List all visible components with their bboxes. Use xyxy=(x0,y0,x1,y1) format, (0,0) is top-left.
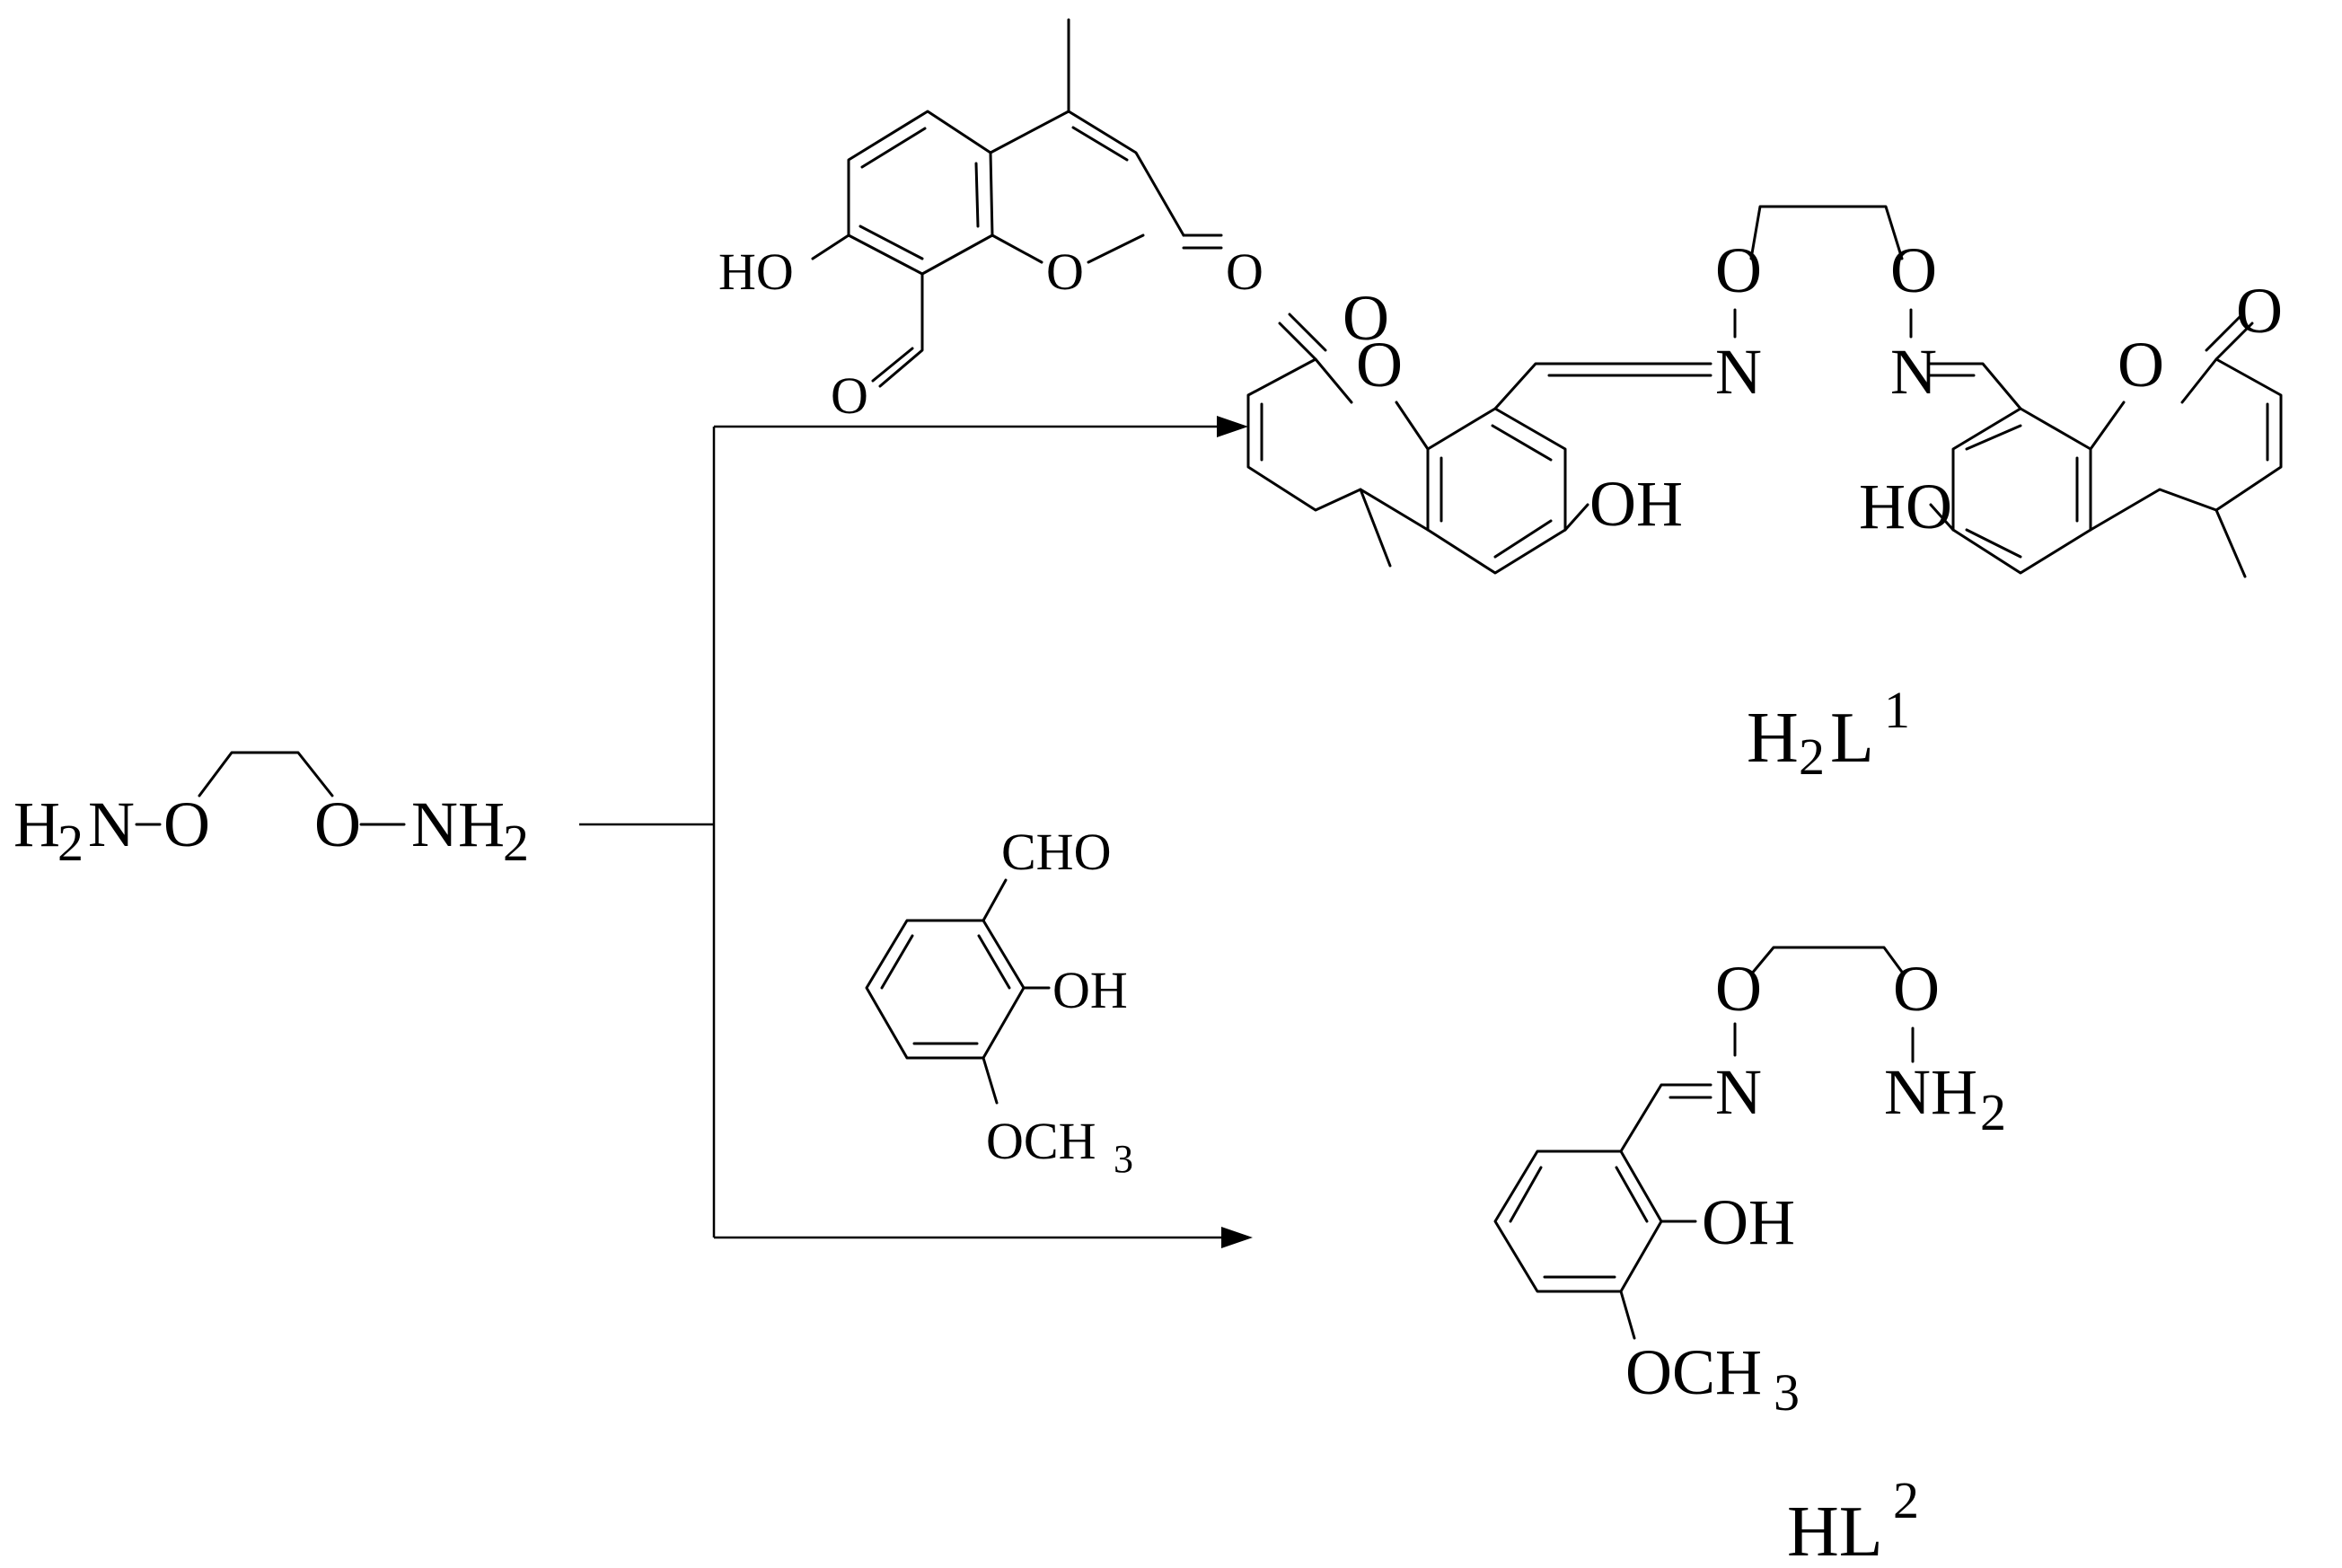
aldehyde-label: CHO xyxy=(1001,823,1111,881)
right-hydroxy-bond xyxy=(1929,503,1955,532)
right-methyl xyxy=(2214,508,2247,578)
right-carbonyl-oxygen: O xyxy=(2236,275,2283,347)
right-imine-bond xyxy=(1927,362,2022,410)
product-1-label-sub: 2 xyxy=(1799,727,1825,786)
product-1-label-sup: 1 xyxy=(1884,681,1910,739)
oxime-oxygen: O xyxy=(1715,953,1762,1025)
left-benzene-inner-bonds xyxy=(1440,424,1553,559)
left-hydroxy-label: OH xyxy=(1589,468,1683,540)
benzene-ring xyxy=(865,919,1026,1060)
right-oxime-oxygen: O xyxy=(1890,234,1937,306)
oxime-nitrogen: N xyxy=(1715,1056,1762,1128)
methoxy-label: OCH xyxy=(986,1112,1096,1170)
product-h2l1: O O O N OH O O O N HO H 2 L 1 xyxy=(1246,205,2283,786)
reagent-formyl-coumarin: HO O O O xyxy=(718,18,1263,425)
left-methyl xyxy=(1359,488,1392,568)
amine-n: N xyxy=(88,788,135,860)
left-oxime-nitrogen: N xyxy=(1715,336,1762,408)
reaction-arrows xyxy=(579,416,1253,1248)
hydroxy-bond xyxy=(811,233,850,260)
left-benzene-ring xyxy=(1426,407,1567,575)
benzene-inner-bonds xyxy=(858,127,980,260)
amine-nh: NH xyxy=(1884,1056,1977,1128)
oxygen-right: O xyxy=(314,788,361,860)
hydroxy-label: OH xyxy=(1052,961,1128,1019)
methoxy-subscript: 3 xyxy=(1114,1137,1133,1181)
benzene-inner-bonds xyxy=(880,934,1011,1045)
split-line xyxy=(579,427,716,1238)
left-imine-bond xyxy=(1493,362,1712,410)
hydroxy-label: OH xyxy=(1702,1186,1795,1258)
right-benzene-ring xyxy=(1951,407,2092,575)
ethylene-bridge xyxy=(1749,205,1904,260)
right-oxime-nitrogen: N xyxy=(1890,336,1937,408)
reagent-o-vanillin: CHO OH OCH 3 xyxy=(865,823,1133,1181)
ethylene-bridge xyxy=(1749,946,1906,976)
methoxy-label: OCH xyxy=(1625,1336,1762,1408)
aldehyde-bond xyxy=(982,878,1008,922)
pyrone-ring xyxy=(989,110,1185,264)
product-2-label-sup: 2 xyxy=(1893,1471,1919,1529)
carbonyl-oxygen: O xyxy=(1226,242,1263,301)
product-2-label-hl: HL xyxy=(1787,1493,1883,1568)
product-1-label-l: L xyxy=(1830,699,1874,778)
amine-h-subscript: 2 xyxy=(57,814,84,872)
methoxy-bond xyxy=(982,1056,999,1105)
left-hydroxy-bond xyxy=(1563,503,1589,532)
hydroxy-label: HO xyxy=(718,242,794,301)
ring-oxygen: O xyxy=(1046,242,1084,301)
arrow-lower-head xyxy=(1221,1227,1253,1248)
benzene-ring xyxy=(1493,1150,1663,1293)
benzene-inner-bonds xyxy=(1509,1166,1649,1279)
pyrone-double-bond xyxy=(1071,126,1129,162)
aldehyde-bond xyxy=(871,272,924,388)
amine-oxygen: O xyxy=(1893,953,1940,1025)
right-ring-oxygen: O xyxy=(2117,329,2164,401)
ethylene-bridge xyxy=(198,751,334,797)
product-hl2: O N O NH 2 OH OCH 3 HL 2 xyxy=(1493,946,2006,1568)
imine-bond xyxy=(1619,1083,1712,1153)
starting-diamine: H 2 N O O NH 2 xyxy=(13,751,529,872)
amine-nh: NH xyxy=(411,788,505,860)
left-carbonyl-bond xyxy=(1278,313,1327,361)
right-carbonyl-bond xyxy=(2205,313,2254,361)
amine-subscript: 2 xyxy=(1980,1083,2006,1141)
arrow-upper-head xyxy=(1217,416,1248,437)
right-hydroxy-label: HO xyxy=(1859,471,1952,542)
left-oxime-oxygen: O xyxy=(1715,234,1762,306)
left-ring-oxygen: O xyxy=(1356,329,1403,401)
methoxy-subscript: 3 xyxy=(1774,1363,1800,1422)
amine-nh-subscript: 2 xyxy=(503,814,529,872)
methoxy-bond xyxy=(1619,1290,1636,1340)
benzene-ring xyxy=(847,110,994,276)
product-1-label-h: H xyxy=(1747,699,1799,778)
oxygen-left: O xyxy=(163,788,210,860)
right-benzene-inner-bonds xyxy=(1965,424,2079,559)
aldehyde-oxygen: O xyxy=(831,366,868,425)
carbonyl-bond xyxy=(1182,233,1223,250)
left-carbonyl-oxygen: O xyxy=(1343,282,1389,354)
amine-h: H xyxy=(13,788,60,860)
